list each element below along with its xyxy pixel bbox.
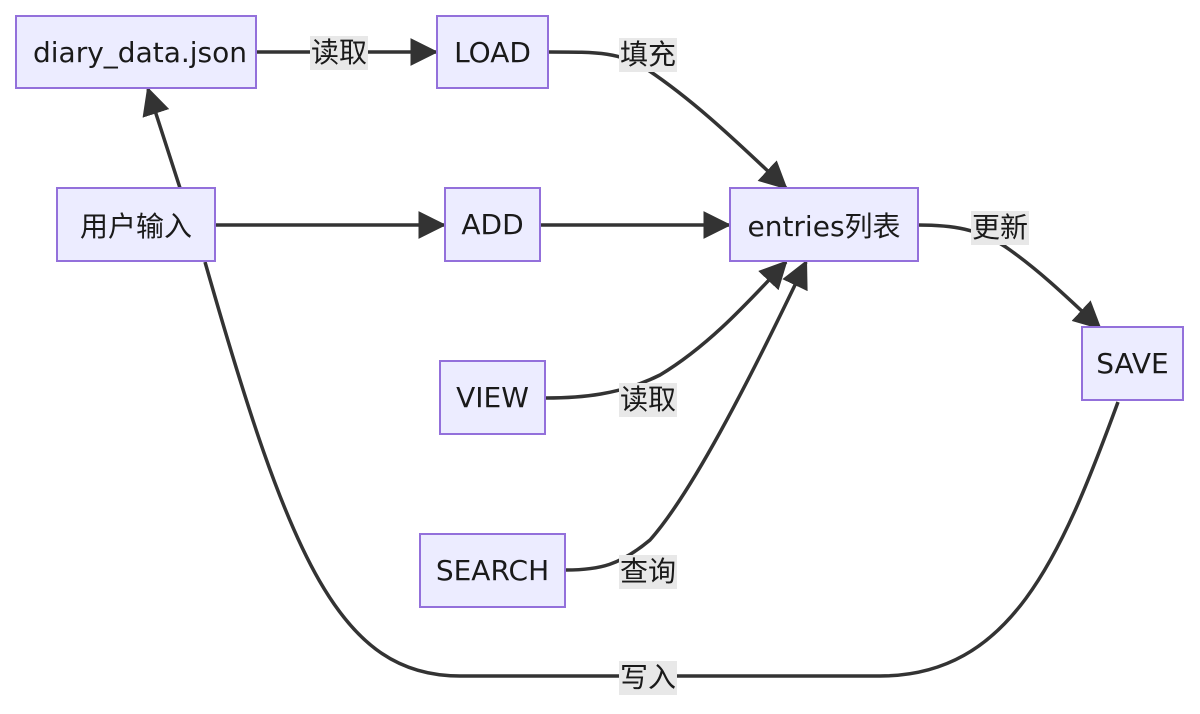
edge-search-to-entries: [565, 259, 808, 572]
node-load-label: LOAD: [454, 35, 531, 69]
node-search-label: SEARCH: [435, 554, 550, 587]
edge-save-to-user: [203, 261, 1120, 678]
node-load: LOAD: [436, 15, 549, 89]
node-add: ADD: [444, 187, 541, 262]
edge-label-diary-to-load: 读取: [309, 36, 369, 70]
node-entries-label: entries列表: [747, 209, 901, 243]
node-entries: entries列表: [729, 187, 919, 262]
node-view-label: VIEW: [456, 381, 529, 414]
edge-entries-to-save: [917, 223, 1102, 330]
node-diary-data: diary_data.json: [15, 15, 257, 89]
node-diary-data-label: diary_data.json: [33, 35, 248, 69]
node-add-label: ADD: [461, 208, 524, 241]
edge-user-to-diary: [142, 86, 182, 189]
edge-label-entries-to-save: 更新: [970, 211, 1030, 245]
edge-label-load-to-entries: 填充: [618, 38, 678, 72]
node-save: SAVE: [1081, 326, 1184, 401]
node-user-input: 用户输入: [56, 187, 216, 262]
edge-label-save-to-user: 写入: [618, 661, 678, 695]
edge-label-search-to-entries: 查询: [618, 555, 678, 589]
node-search: SEARCH: [419, 533, 566, 608]
node-save-label: SAVE: [1096, 347, 1169, 380]
edge-label-view-to-entries: 读取: [618, 383, 678, 417]
edge-load-to-entries: [547, 50, 788, 190]
node-user-input-label: 用户输入: [79, 209, 192, 243]
edge-view-to-entries: [545, 260, 788, 400]
node-view: VIEW: [439, 360, 546, 435]
